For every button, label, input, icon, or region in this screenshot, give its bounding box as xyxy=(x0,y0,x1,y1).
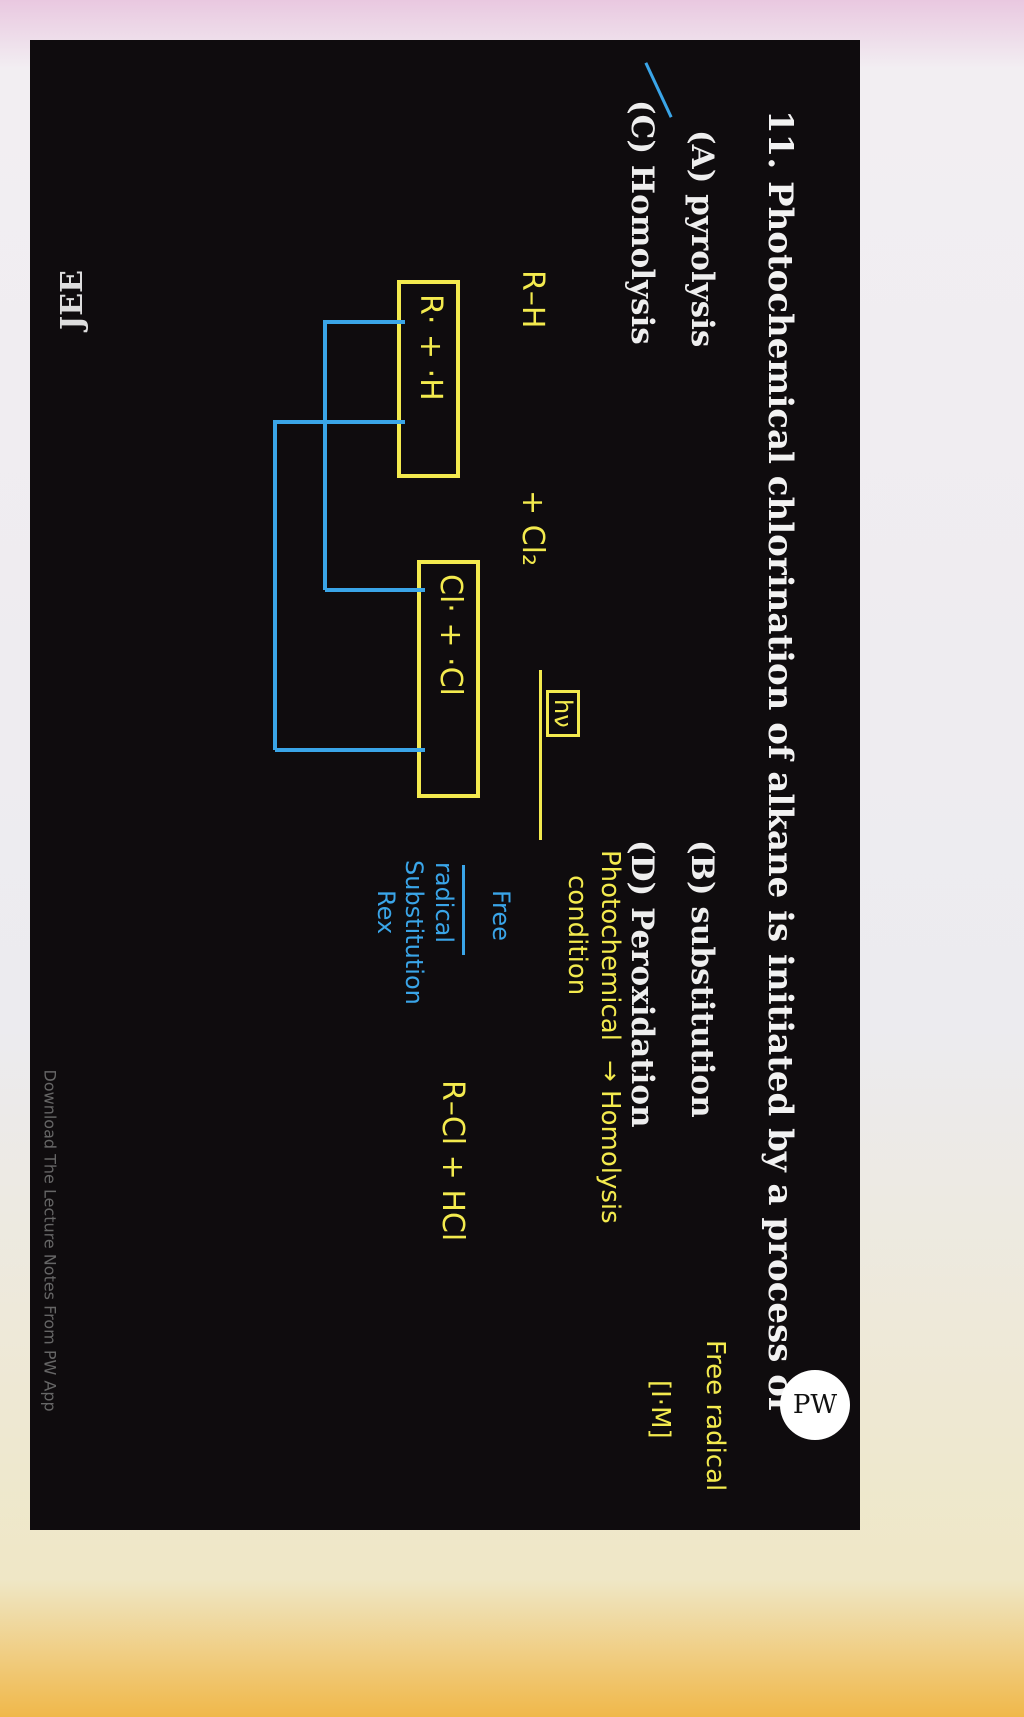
intermediate-label: [I·M] xyxy=(645,1380,675,1439)
reactant-rh: R–H xyxy=(515,270,550,329)
radical-label: radical xyxy=(430,862,458,944)
connector-line xyxy=(325,588,425,592)
connector-line xyxy=(275,420,405,424)
homolysis-box-rh: R· + ·H xyxy=(397,280,460,478)
photochemical-label: Photochemical xyxy=(595,850,625,1041)
option-a: (A) pyrolysis xyxy=(684,130,720,348)
reactant-cl2: + Cl₂ xyxy=(515,490,550,566)
connector-line xyxy=(323,320,327,590)
reaction-arrow xyxy=(539,670,542,840)
lecture-slide: 11. Photochemical chlorination of alkane… xyxy=(30,40,860,1530)
rex-label: Rex xyxy=(372,890,400,935)
question-number: 11. xyxy=(760,110,800,170)
substitution-arrow xyxy=(462,865,465,955)
question-text: 11. Photochemical chlorination of alkane… xyxy=(760,110,800,1412)
pw-logo: PW xyxy=(780,1370,850,1440)
connector-line xyxy=(325,320,405,324)
products: R–Cl + HCl xyxy=(435,1080,470,1242)
condition-label: condition xyxy=(562,875,592,996)
jee-logo: JEE xyxy=(55,270,90,330)
option-b: (B) substitution xyxy=(684,840,720,1118)
connector-line xyxy=(273,420,277,750)
hv-condition: hν xyxy=(546,690,580,737)
substitution-label: Substitution xyxy=(400,860,428,1005)
homolysis-label: → Homolysis xyxy=(595,1060,625,1224)
connector-line xyxy=(275,748,425,752)
option-d: (D) Peroxidation xyxy=(624,840,660,1128)
free-radical-label: Free radical xyxy=(700,1340,730,1492)
question-body: Photochemical chlorination of alkane is … xyxy=(760,181,800,1412)
option-c: (C) Homolysis xyxy=(624,100,660,345)
footer-note: Download The Lecture Notes From PW App xyxy=(40,1069,60,1412)
free-label: Free xyxy=(487,890,515,941)
radicals-cl-cl: Cl· + ·Cl xyxy=(433,574,468,696)
radicals-r-h: R· + ·H xyxy=(413,294,448,401)
homolysis-box-cl: Cl· + ·Cl xyxy=(417,560,480,798)
